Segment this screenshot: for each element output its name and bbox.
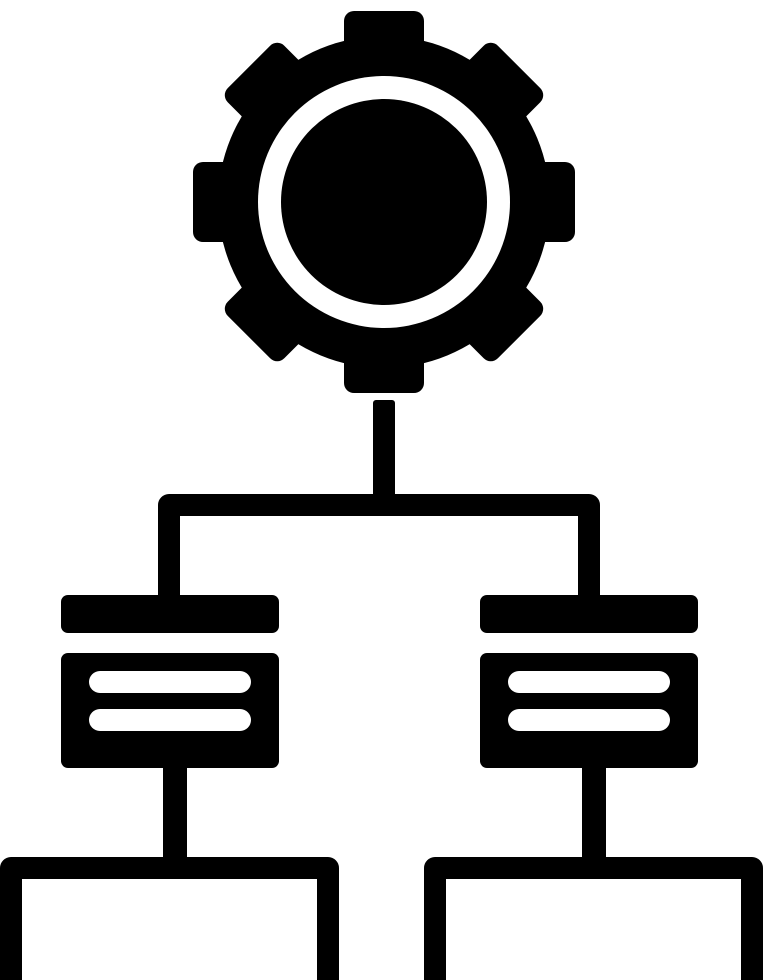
- connector-stem-left: [163, 765, 187, 870]
- box-header-left: [61, 595, 279, 633]
- box-header-right: [480, 595, 698, 633]
- gear-hub: [281, 99, 487, 305]
- connector-fork-right: [424, 857, 763, 980]
- document-box-icon-right: [480, 595, 698, 768]
- connector-branch: [158, 494, 600, 598]
- box-line-left-1: [89, 671, 251, 693]
- connector-lines: [158, 400, 600, 598]
- box-line-right-2: [508, 709, 670, 731]
- connector-stem-right: [582, 765, 606, 870]
- gear-icon: [193, 11, 575, 393]
- box-line-right-1: [508, 671, 670, 693]
- connector-stem: [373, 400, 395, 510]
- bottom-connectors: [0, 765, 763, 980]
- document-box-icon-left: [61, 595, 279, 768]
- connector-fork-left: [0, 857, 339, 980]
- box-line-left-2: [89, 709, 251, 731]
